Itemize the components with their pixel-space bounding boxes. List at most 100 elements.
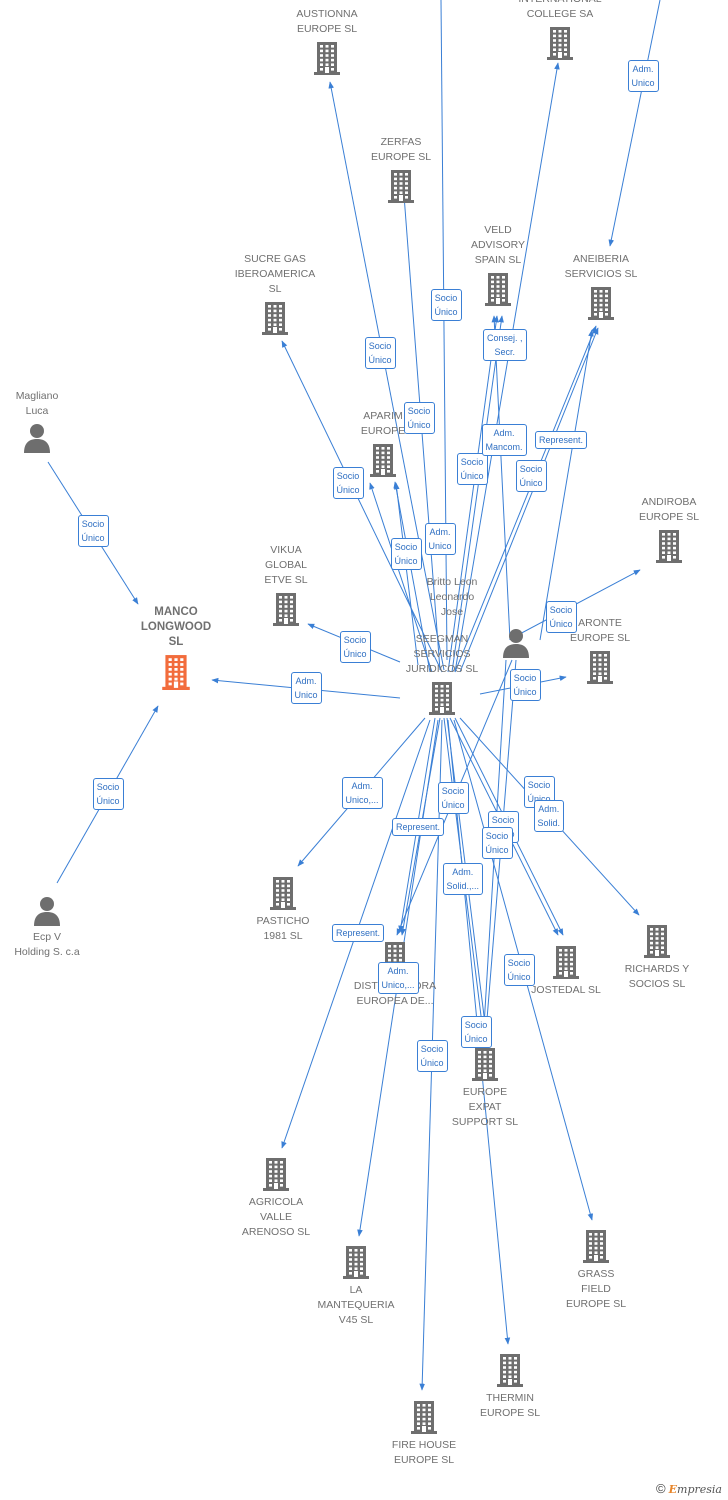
node-label: ARONTE EUROPE SL (569, 617, 631, 644)
node-label: FIRE HOUSE EUROPE SL (391, 1439, 457, 1466)
node-label: APARIM EUROPE (360, 410, 406, 437)
relation-label[interactable]: Adm. Unico (424, 523, 456, 555)
company-node-sucre[interactable]: SUCRE GAS IBEROAMERICA SL (215, 253, 335, 335)
relation-label[interactable]: Socio Único (503, 954, 535, 986)
company-node-jostedal[interactable]: JOSTEDAL SL (506, 945, 626, 996)
person-icon (502, 628, 530, 663)
building-icon (160, 654, 192, 695)
building-icon (546, 26, 574, 65)
relation-label[interactable]: Socio Único (509, 669, 541, 701)
company-node-aronte[interactable]: ARONTE EUROPE SL (540, 617, 660, 684)
building-icon (484, 272, 512, 311)
node-label: RICHARDS Y SOCIOS SL (624, 963, 690, 990)
node-label: AGRICOLA VALLE ARENOSO SL (241, 1196, 311, 1238)
relation-edge (393, 482, 419, 666)
company-node-mantequeria[interactable]: LA MANTEQUERIA V45 SL (296, 1245, 416, 1326)
node-label: Magliano Luca (15, 390, 59, 417)
node-label: SUCRE GAS IBEROAMERICA SL (234, 253, 316, 295)
relation-edge (454, 325, 597, 673)
relation-label[interactable]: Adm. Unico (290, 672, 322, 704)
relation-label[interactable]: Socio Único (390, 538, 422, 570)
relation-label[interactable]: Socio Único (481, 827, 513, 859)
company-node-thermin[interactable]: THERMIN EUROPE SL (450, 1353, 570, 1419)
company-node-college[interactable]: INTERNATIONAL COLLEGE SA (500, 0, 620, 60)
company-node-firehouse[interactable]: FIRE HOUSE EUROPE SL (364, 1400, 484, 1466)
node-label: THERMIN EUROPE SL (479, 1392, 541, 1419)
company-node-andiroba[interactable]: ANDIROBA EUROPE SL (609, 496, 728, 563)
relation-label[interactable]: Represent. (535, 431, 588, 449)
company-node-europeexpat[interactable]: EUROPE EXPAT SUPPORT SL (425, 1047, 545, 1128)
building-icon (655, 529, 683, 568)
node-label: ANEIBERIA SERVICIOS SL (564, 253, 638, 280)
company-node-seegman[interactable]: SEEGMAN SERVICIOS JURIDICOS SL (382, 633, 502, 715)
company-node-aparim[interactable]: APARIM EUROPE (323, 410, 443, 477)
company-node-pasticho[interactable]: PASTICHO 1981 SL (223, 876, 343, 942)
company-node-richards[interactable]: RICHARDS Y SOCIOS SL (597, 924, 717, 990)
node-label: JOSTEDAL SL (531, 984, 601, 996)
relation-label[interactable]: Socio Único (430, 289, 462, 321)
relation-label[interactable]: Socio Único (403, 402, 435, 434)
company-node-veld[interactable]: VELD ADVISORY SPAIN SL (438, 224, 558, 306)
relation-label[interactable]: Socio Único (437, 782, 469, 814)
person-icon (33, 896, 61, 931)
building-icon (272, 592, 300, 631)
person-icon (23, 423, 51, 458)
relation-label[interactable]: Socio Único (364, 337, 396, 369)
relation-label[interactable]: Socio Único (332, 467, 364, 499)
company-node-zerfas[interactable]: ZERFAS EUROPE SL (341, 136, 461, 203)
relation-label[interactable]: Socio Único (92, 778, 124, 810)
person-node-magliano[interactable]: Magliano Luca (0, 390, 97, 453)
relation-label[interactable]: Adm. Unico,... (377, 962, 419, 994)
node-label: INTERNATIONAL COLLEGE SA (518, 0, 601, 20)
building-icon (387, 169, 415, 208)
copyright-icon: © (655, 1481, 666, 1496)
building-icon (471, 1047, 499, 1086)
company-node-agricola[interactable]: AGRICOLA VALLE ARENOSO SL (216, 1157, 336, 1238)
node-label: VIKUA GLOBAL ETVE SL (264, 544, 308, 586)
relation-label[interactable]: Socio Único (77, 515, 109, 547)
relation-label[interactable]: Represent. (392, 818, 445, 836)
building-icon (428, 681, 456, 720)
node-label: MANCO LONGWOOD SL (140, 606, 212, 648)
node-label: AUSTIONNA EUROPE SL (296, 8, 358, 35)
building-icon (410, 1400, 438, 1439)
company-node-austionna[interactable]: AUSTIONNA EUROPE SL (267, 8, 387, 75)
relation-label[interactable]: Consej. , Secr. (483, 329, 527, 361)
relation-label[interactable]: Adm. Solid. (533, 800, 565, 832)
node-label: GRASS FIELD EUROPE SL (565, 1268, 627, 1310)
relation-edge (328, 81, 445, 671)
relation-label[interactable]: Socio Único (545, 601, 577, 633)
relation-label[interactable]: Socio Único (515, 460, 547, 492)
company-node-vikua[interactable]: VIKUA GLOBAL ETVE SL (226, 544, 346, 626)
company-node-aneiberia[interactable]: ANEIBERIA SERVICIOS SL (541, 253, 661, 320)
building-icon (496, 1353, 524, 1392)
node-label: LA MANTEQUERIA V45 SL (317, 1284, 395, 1326)
relation-edge (454, 62, 560, 673)
relation-label[interactable]: Adm. Unico,... (341, 777, 383, 809)
building-icon (261, 301, 289, 340)
building-icon (269, 876, 297, 915)
relation-label[interactable]: Socio Único (460, 1016, 492, 1048)
empresia-credit: © Empresia (656, 1481, 722, 1496)
relation-label[interactable]: Socio Único (339, 631, 371, 663)
person-node-britto[interactable]: Britto Leon Leonardo Jose (427, 576, 576, 658)
relation-label[interactable]: Adm. Unico (627, 60, 659, 92)
relation-label[interactable]: Adm. Mancom. (481, 424, 527, 456)
relation-label[interactable]: Adm. Solid.,... (442, 863, 484, 895)
relation-edge (459, 327, 599, 673)
building-icon (586, 650, 614, 689)
relation-edge (369, 482, 433, 673)
relation-edge (491, 315, 511, 641)
person-node-ecp[interactable]: Ecp V Holding S. c.a (0, 896, 107, 958)
company-node-manco[interactable]: MANCO LONGWOOD SL (116, 606, 236, 690)
relation-label[interactable]: Socio Único (456, 453, 488, 485)
relation-label[interactable]: Socio Único (416, 1040, 448, 1072)
company-node-grass[interactable]: GRASS FIELD EUROPE SL (536, 1229, 656, 1310)
relation-label[interactable]: Represent. (332, 924, 385, 942)
relation-edge (447, 315, 499, 673)
empresia-logo-text: mpresia (677, 1483, 722, 1496)
node-label: VELD ADVISORY SPAIN SL (470, 224, 526, 266)
relation-edge (608, 0, 661, 247)
building-icon (369, 443, 397, 482)
